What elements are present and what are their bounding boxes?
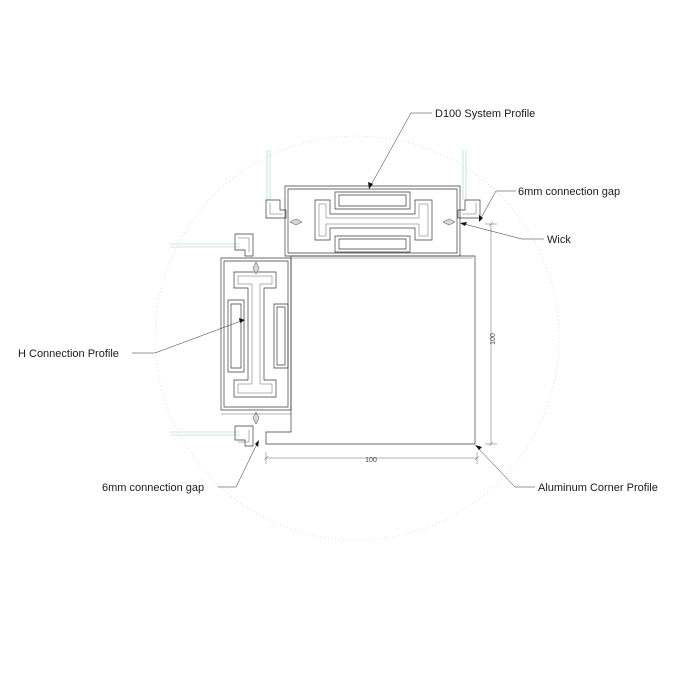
leader-wick [460, 222, 544, 240]
label-d100-system-profile: D100 System Profile [435, 108, 535, 120]
leader-h-connection [132, 318, 245, 354]
horizontal-dimension-value: 100 [365, 457, 377, 464]
label-wick: Wick [547, 234, 571, 246]
vertical-dimension-value: 100 [490, 333, 497, 345]
leader-corner-profile [475, 445, 535, 488]
d100-system-profile [265, 150, 481, 257]
horizontal-dimension [263, 452, 480, 464]
label-aluminum-corner-profile: Aluminum Corner Profile [538, 482, 658, 494]
label-6mm-gap-bottom: 6mm connection gap [102, 482, 204, 494]
leader-gap-bottom [218, 440, 259, 488]
label-6mm-gap-top: 6mm connection gap [518, 186, 620, 198]
h-connection-profile [170, 233, 292, 447]
aluminum-corner-square [265, 255, 476, 445]
leader-gap-top [479, 190, 516, 222]
vertical-dimension [485, 221, 497, 447]
detail-circle [154, 135, 560, 541]
label-h-connection-profile: H Connection Profile [18, 348, 119, 360]
leader-d100 [368, 112, 432, 189]
